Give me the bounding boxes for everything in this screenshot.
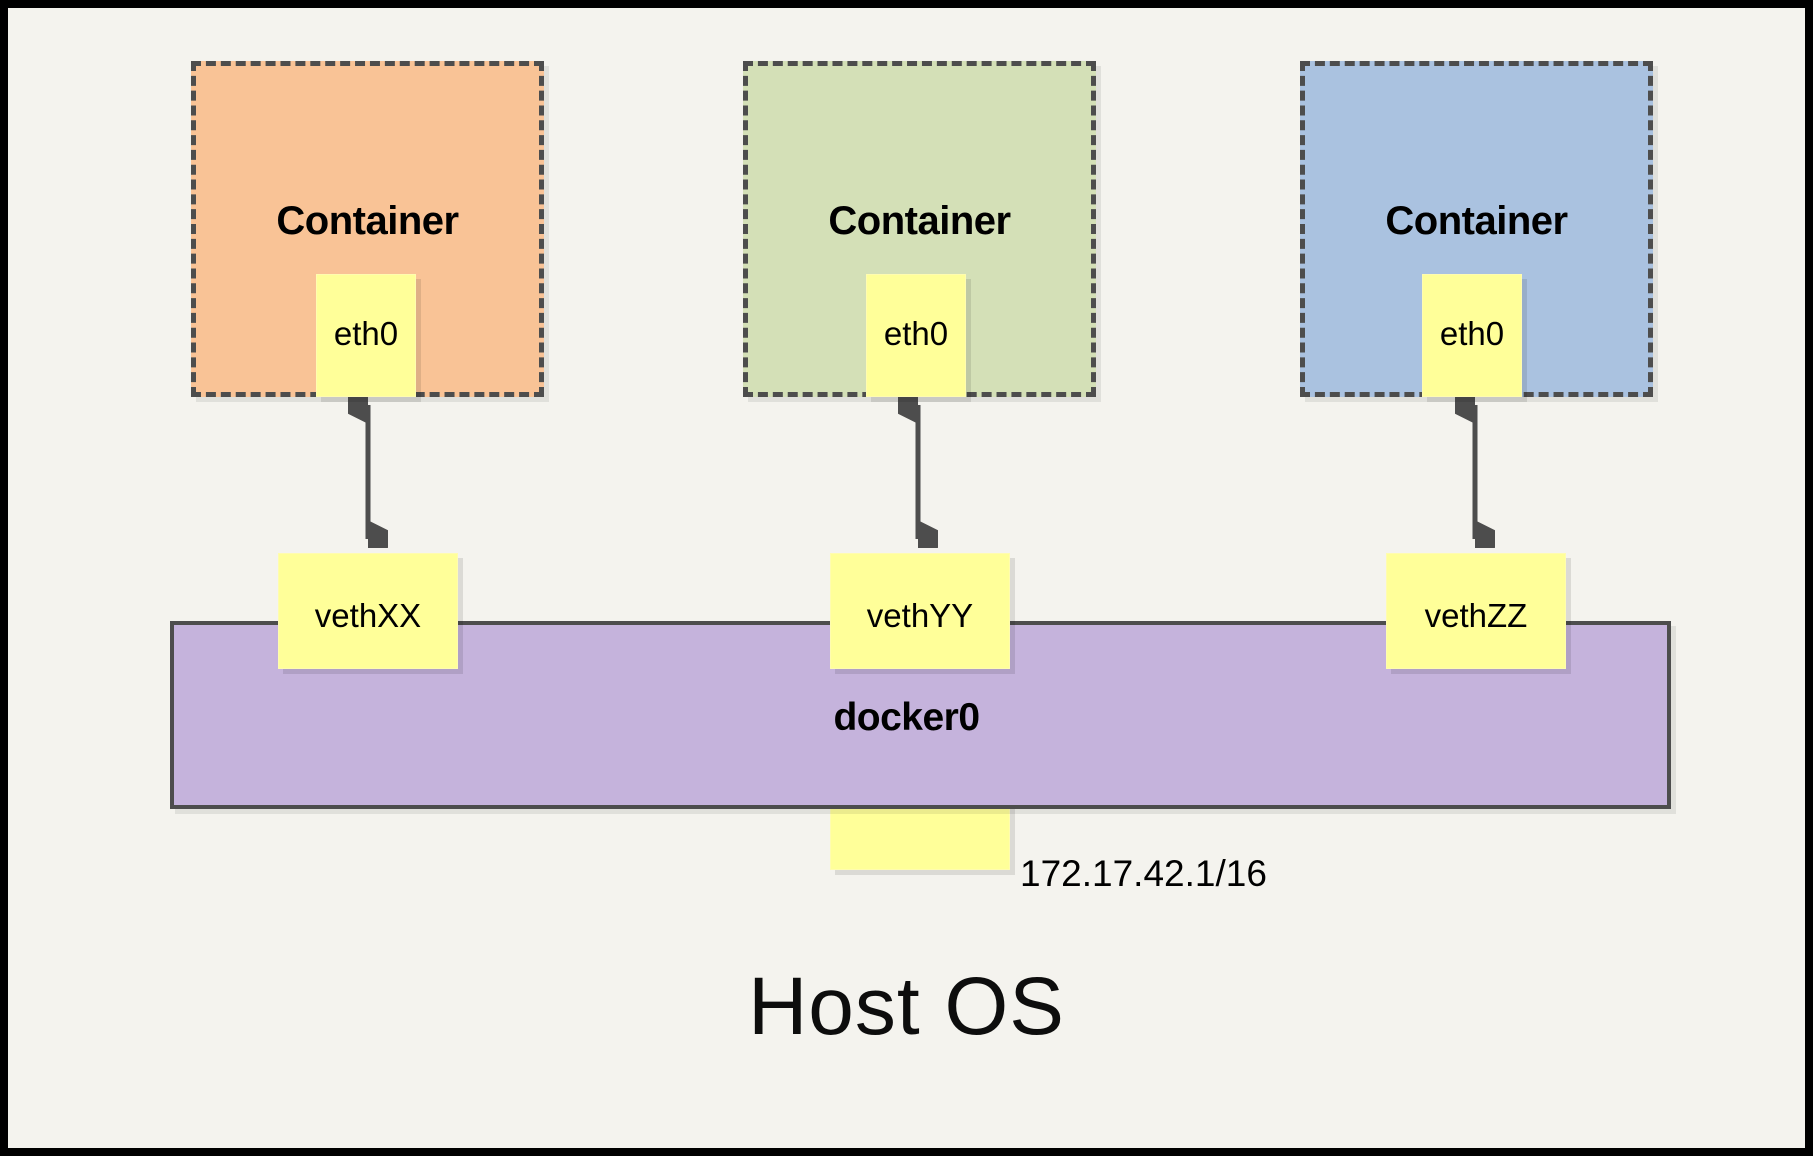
veth-label-2: vethYY: [866, 597, 974, 634]
veth-link-arrow-1: [348, 396, 388, 548]
docker0-bridge-label: docker0: [833, 696, 980, 739]
docker0-ip-address: 172.17.42.1/16: [1020, 853, 1267, 894]
container-title-2: Container: [828, 199, 1011, 243]
veth-interface-2: vethYY: [830, 553, 1010, 669]
container-title-3: Container: [1385, 199, 1568, 243]
eth0-label-3: eth0: [1439, 315, 1505, 352]
eth0-label-2: eth0: [883, 315, 949, 352]
eth0-interface-3: eth0: [1422, 274, 1522, 397]
veth-link-arrow-3: [1455, 396, 1495, 548]
veth-label-1: vethXX: [314, 597, 422, 634]
veth-label-3: vethZZ: [1424, 597, 1528, 634]
veth-interface-3: vethZZ: [1386, 553, 1566, 669]
host-os-label: Host OS: [748, 961, 1065, 1052]
veth-interface-1: vethXX: [278, 553, 458, 669]
eth0-interface-1: eth0: [316, 274, 416, 397]
eth0-label-1: eth0: [333, 315, 399, 352]
container-title-1: Container: [276, 199, 459, 243]
eth0-interface-2: eth0: [866, 274, 966, 397]
veth-link-arrow-2: [898, 396, 938, 548]
